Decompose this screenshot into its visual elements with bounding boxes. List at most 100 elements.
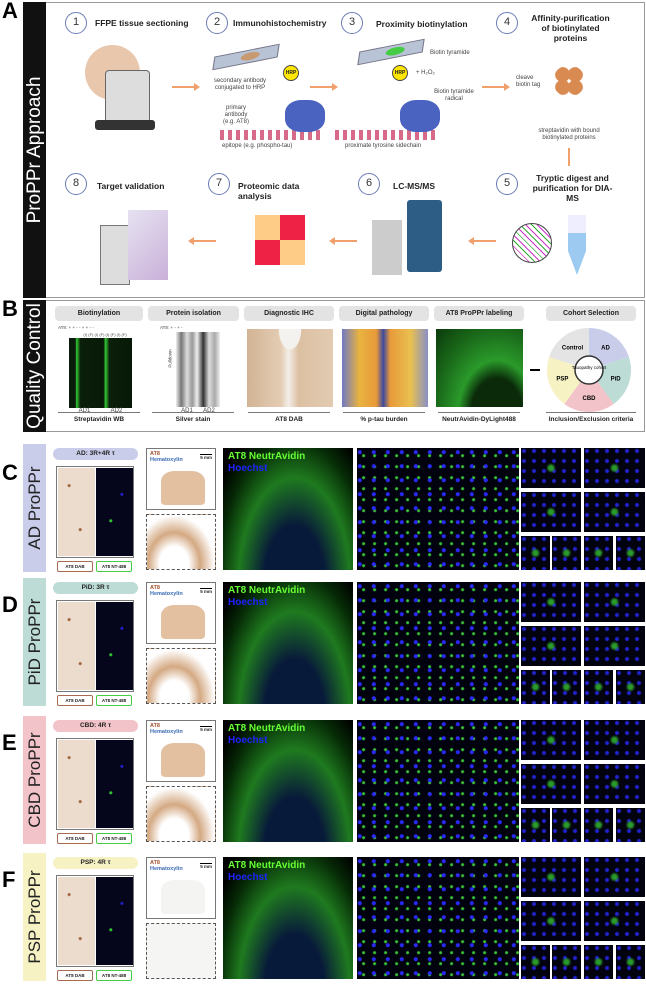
- cbd-section-overview: AT8 Hematoxylin 5 mm: [146, 720, 216, 782]
- silver-lane-signs: AT8: + - + -: [160, 324, 220, 331]
- wb-fractions: (I) (F) (I) (F) (I) (F) (I) (F): [83, 332, 127, 337]
- psp-tau-pill: PSP: 4R τ: [53, 857, 138, 869]
- inset-image-6: [552, 808, 581, 842]
- label-hoechst: Hoechst: [228, 735, 268, 746]
- cbd-section-zoom: [146, 786, 216, 842]
- cleave-label: cleave biotin tag: [516, 75, 541, 88]
- pid-tau-pill: PiD: 3R τ: [53, 582, 138, 594]
- dab-image: [58, 602, 95, 690]
- qc-header-digital-pathology: Digital pathology: [339, 306, 429, 321]
- pie-center-label: Tauopathy cohort: [572, 365, 607, 370]
- step-5-number: 5: [496, 173, 518, 195]
- silver-signs: + - + -: [170, 325, 183, 330]
- label-at8-neutravidin: AT8 NeutrAvidin: [228, 723, 306, 734]
- stain-at8-label: AT8: [150, 723, 160, 729]
- pulldown-label: Pulldown: [167, 349, 173, 368]
- inset-image-6: [552, 670, 581, 704]
- inset-image-3: [521, 626, 581, 666]
- inset-image-2: [584, 857, 645, 897]
- wb-lane-signs: AT8: + + - - + + - -: [58, 324, 138, 331]
- tyrosine-legend: proximate tyrosine sidechain: [345, 143, 422, 149]
- ad-dab-nt-pair: [56, 466, 134, 558]
- dab-image: [58, 468, 95, 556]
- pie-label-control: Control: [562, 345, 584, 351]
- digital-pathology-image: [342, 329, 428, 407]
- biotin-tyramide-label: Biotin tyramide: [430, 50, 470, 56]
- psp-side-label: PSP ProPPr: [24, 870, 44, 964]
- arrow-7-8: [188, 237, 216, 245]
- microscope-illustration: [100, 210, 170, 285]
- step-7-number: 7: [208, 173, 230, 195]
- inset-image-4: [584, 626, 645, 666]
- dna-strand-2: [335, 130, 435, 140]
- pid-section-zoom: [146, 648, 216, 704]
- inset-image-5: [521, 808, 550, 842]
- inset-image-4: [584, 492, 645, 532]
- tag-at8-nt488: AT8 NT-488: [96, 970, 132, 981]
- arrow-4-5: [568, 148, 570, 166]
- ad-overview-fluorescence: AT8 NeutrAvidin Hoechst: [223, 448, 353, 570]
- psp-side-bar: PSP ProPPr: [23, 853, 46, 981]
- inset-image-5: [521, 670, 550, 704]
- pid-side-bar: PiD ProPPr: [23, 578, 46, 706]
- qc-footer-protein-isolation: Silver stain: [152, 412, 234, 423]
- inset-image-2: [584, 448, 645, 488]
- ad-section-overview: AT8 Hematoxylin 5 mm: [146, 448, 216, 510]
- mass-spec-illustration: [372, 200, 442, 275]
- label-at8-neutravidin: AT8 NeutrAvidin: [228, 860, 306, 871]
- protein-blob: [285, 100, 325, 132]
- qc-header-diagnostic-ihc: Diagnostic IHC: [244, 306, 334, 321]
- panel-a-side-label: ProPPr Approach: [23, 76, 45, 224]
- panel-b-side-label: Quality Control: [23, 303, 45, 429]
- row-psp: F PSP ProPPr PSP: 4R τ AT8 DAB AT8 NT-48…: [0, 853, 646, 981]
- arrow-6-7: [329, 237, 357, 245]
- wb-at8-label: AT8:: [58, 325, 68, 330]
- stain-at8-label: AT8: [150, 451, 160, 457]
- step-4-number: 4: [496, 12, 518, 34]
- tag-at8-dab: AT8 DAB: [57, 695, 93, 706]
- inset-image-1: [521, 857, 581, 897]
- antibody-complex-illustration: [220, 130, 320, 140]
- hrp-badge-2: HRP: [392, 65, 408, 81]
- stain-at8-label: AT8: [150, 860, 160, 866]
- scale-bar-5mm: 5 mm: [200, 863, 212, 869]
- qc-footer-digital-pathology: % p-tau burden: [343, 412, 425, 423]
- ad-magnified-fluorescence: [357, 448, 519, 570]
- label-at8-neutravidin: AT8 NeutrAvidin: [228, 585, 306, 596]
- step-8-number: 8: [65, 173, 87, 195]
- inset-image-8: [616, 536, 645, 570]
- inset-image-3: [521, 764, 581, 804]
- panel-b-sidebar: Quality Control: [23, 300, 46, 432]
- row-ad: C AD ProPPr AD: 3R+4R τ AT8 DAB AT8 NT-4…: [0, 444, 646, 572]
- panel-a-sidebar: ProPPr Approach: [23, 2, 46, 298]
- cbd-side-bar: CBD ProPPr: [23, 716, 46, 844]
- ad-tau-pill: AD: 3R+4R τ: [53, 448, 138, 460]
- qc-header-protein-isolation: Protein isolation: [148, 306, 239, 321]
- inset-image-5: [521, 536, 550, 570]
- tag-at8-nt488: AT8 NT-488: [96, 561, 132, 572]
- arrow-to-cohort: [530, 369, 540, 371]
- cbd-dab-nt-pair: [56, 738, 134, 830]
- streptavidin-label: streptavidin with bound biotinylated pro…: [538, 128, 600, 141]
- at8-labeling-image: [436, 329, 523, 407]
- qc-footer-at8-labeling: NeutrAvidin-DyLight488: [438, 412, 520, 423]
- pie-slice-cbd: [564, 370, 614, 412]
- qc-header-biotinylation: Biotinylation: [55, 306, 143, 321]
- dab-image: [58, 877, 95, 965]
- pid-overview-fluorescence: AT8 NeutrAvidin Hoechst: [223, 582, 353, 704]
- inset-image-8: [616, 808, 645, 842]
- wb-group-ad2: AD2: [110, 408, 123, 414]
- tissue-section: [161, 880, 205, 914]
- qc-footer-diagnostic-ihc: AT8 DAB: [248, 412, 330, 423]
- tag-at8-dab: AT8 DAB: [57, 561, 93, 572]
- row-cbd: E CBD ProPPr CBD: 4R τ AT8 DAB AT8 NT-48…: [0, 716, 646, 844]
- psp-overview-fluorescence: AT8 NeutrAvidin Hoechst: [223, 857, 353, 979]
- qc-footer-cohort: Inclusion/Exclusion criteria: [546, 412, 636, 423]
- step-2-title: Immunohistochemistry: [233, 18, 327, 28]
- inset-image-1: [521, 720, 581, 760]
- inset-image-7: [584, 536, 613, 570]
- nt488-image: [96, 602, 133, 690]
- step-6-title: LC-MS/MS: [393, 181, 436, 191]
- pie-label-pid: PiD: [611, 377, 622, 383]
- streptavidin-bead-illustration: [553, 65, 585, 97]
